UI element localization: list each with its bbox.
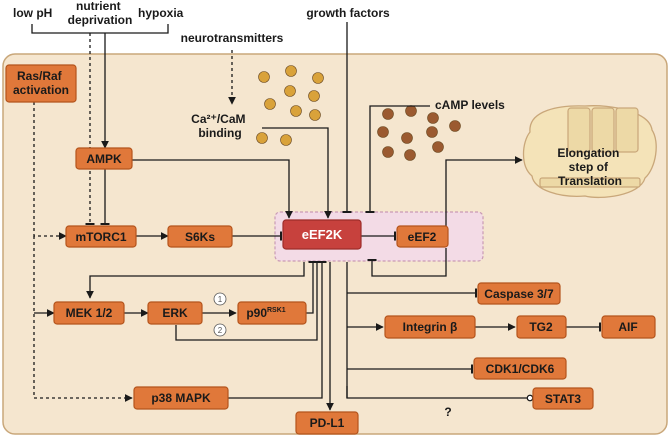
neurotransmitters-label: neurotransmitters: [181, 31, 284, 45]
nutrient-line: nutrient: [76, 0, 121, 13]
pdl1-label: PD-L1: [310, 416, 345, 430]
ras-raf-line: Ras/Raf: [17, 69, 63, 83]
p90-label: p90: [246, 306, 267, 320]
ribosome-icon: [522, 105, 657, 199]
nutrient-deprivation-label: nutrient deprivation: [68, 0, 133, 27]
calcium-dot-3: [312, 72, 324, 84]
calcium-dot-9: [256, 132, 268, 144]
camp-dot-10: [449, 120, 461, 132]
caspase-label: Caspase 3/7: [484, 287, 554, 301]
node-mtorc1[interactable]: mTORC1: [65, 225, 137, 248]
camp-levels-label: cAMP levels: [435, 98, 505, 112]
node-pdl1[interactable]: PD-L1: [295, 411, 359, 435]
elongation-label: Elongation step of Translation: [557, 146, 622, 188]
node-erk[interactable]: ERK: [147, 301, 203, 325]
stat3-label: STAT3: [545, 392, 582, 406]
s6ks-label: S6Ks: [185, 230, 215, 244]
node-s6ks[interactable]: S6Ks: [167, 225, 233, 248]
binding-line: binding: [198, 126, 241, 140]
edge-cam-eef2k: [262, 127, 332, 219]
node-aif[interactable]: AIF: [601, 315, 656, 339]
node-p90rsk1[interactable]: p90RSK1: [237, 301, 307, 325]
step-1-marker: 1: [213, 292, 227, 306]
edge-p90-eef2k: [306, 260, 318, 314]
step-2-marker: 2: [213, 323, 227, 337]
camp-dot-2: [405, 105, 417, 117]
node-cdk[interactable]: CDK1/CDK6: [473, 357, 567, 380]
calcium-dot-10: [280, 134, 292, 146]
step-2-label: 2: [218, 326, 223, 335]
camp-dot-8: [404, 149, 416, 161]
edge-rasraf-p38: [33, 236, 133, 402]
calcium-dot-2: [285, 65, 297, 77]
calcium-dot-5: [308, 90, 320, 102]
deprivation-line: deprivation: [68, 13, 133, 27]
node-ras-raf[interactable]: Ras/Raf activation: [5, 64, 77, 103]
p38-label: p38 MAPK: [151, 391, 211, 405]
svg-text:Ras/Raf activation: Ras/Raf activation: [13, 69, 69, 97]
node-caspase[interactable]: Caspase 3/7: [477, 282, 561, 305]
integrin-label: Integrin β: [403, 320, 458, 334]
ca-cam-line: Ca²⁺/CaM: [191, 112, 245, 126]
node-tg2[interactable]: TG2: [516, 315, 567, 339]
cdk-label: CDK1/CDK6: [486, 362, 555, 376]
node-integrin[interactable]: Integrin β: [384, 315, 476, 339]
edge-eef2k-mek: [86, 262, 305, 299]
svg-text:p90RSK1: p90RSK1: [246, 306, 285, 320]
translation-line: Translation: [558, 174, 622, 188]
edge-eef2-elongation: [445, 156, 523, 226]
hypoxia-label: hypoxia: [138, 6, 184, 20]
edge-ampk-eef2k: [132, 159, 293, 219]
camp-dot-9: [432, 141, 444, 153]
eef2k-label: eEF2K: [302, 227, 343, 242]
step-1-label: 1: [218, 295, 223, 304]
eef2-label: eEF2: [408, 230, 437, 244]
growth-factors-label: growth factors: [306, 6, 390, 20]
calcium-dot-4: [284, 85, 296, 97]
aif-label: AIF: [618, 320, 637, 334]
edge-eef2-feedback: [367, 248, 447, 277]
calcium-dot-6: [264, 98, 276, 110]
mek-label: MEK 1/2: [66, 306, 113, 320]
calcium-dot-7: [290, 105, 302, 117]
ampk-label: AMPK: [86, 152, 122, 166]
calcium-dots: [256, 65, 324, 146]
edge-erk-eef2k: [175, 260, 322, 341]
edge-camp-eef2k: [365, 105, 430, 214]
edge-p38-eef2k: [228, 260, 327, 399]
tg2-label: TG2: [529, 320, 553, 334]
question-mark: ?: [444, 405, 451, 419]
camp-dot-1: [382, 108, 394, 120]
camp-dot-4: [377, 126, 389, 138]
calcium-dot-1: [258, 71, 270, 83]
camp-dot-6: [426, 126, 438, 138]
camp-dot-7: [382, 146, 394, 158]
node-eef2[interactable]: eEF2: [396, 225, 449, 248]
edge-stat3: [346, 386, 534, 402]
erk-label: ERK: [162, 306, 188, 320]
elongation-line: Elongation: [557, 146, 619, 160]
ca-cam-label: Ca²⁺/CaM binding: [191, 112, 249, 140]
stress-bracket: [31, 24, 169, 34]
calcium-dot-8: [309, 109, 321, 121]
node-p38[interactable]: p38 MAPK: [133, 386, 229, 410]
camp-dot-5: [401, 132, 413, 144]
low-ph-label: low pH: [13, 6, 52, 20]
rsk1-superscript: RSK1: [267, 307, 286, 314]
camp-dots: [377, 105, 461, 161]
step-of-line: step of: [569, 160, 609, 174]
activation-line: activation: [13, 83, 69, 97]
node-eef2k[interactable]: eEF2K: [282, 219, 362, 250]
mtorc1-label: mTORC1: [75, 230, 126, 244]
node-stat3[interactable]: STAT3: [532, 387, 594, 410]
camp-dot-3: [427, 112, 439, 124]
node-ampk[interactable]: AMPK: [75, 147, 133, 170]
node-mek[interactable]: MEK 1/2: [53, 301, 125, 325]
